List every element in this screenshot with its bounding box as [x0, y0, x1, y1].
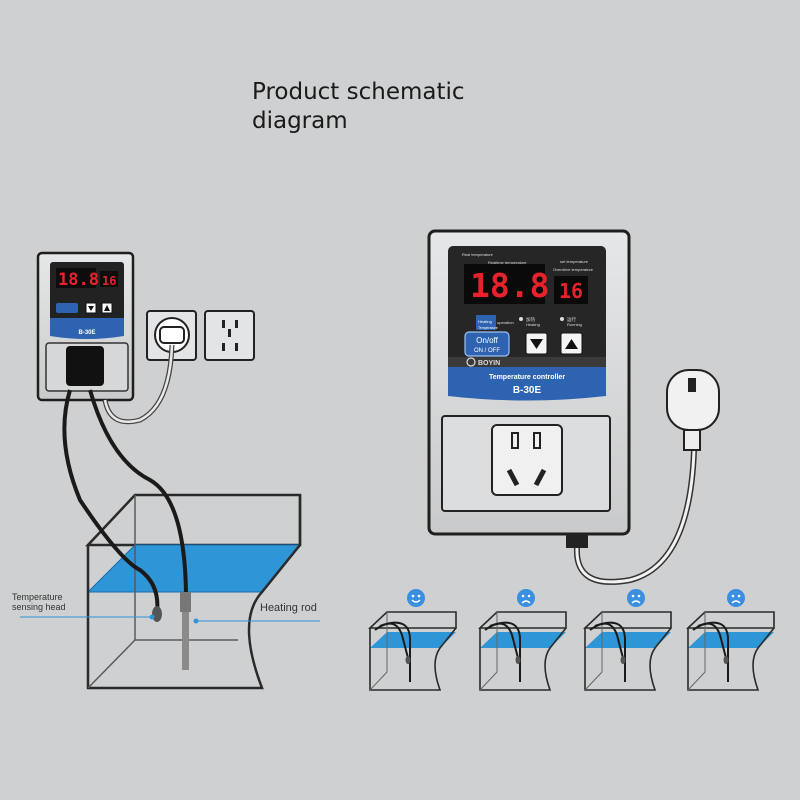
wall-sockets [146, 310, 255, 361]
mini-sensor-probe [405, 656, 411, 664]
onoff-label-top: On/off [476, 336, 498, 345]
indicator-temperature-box: Temperature [478, 326, 498, 330]
small-onoff-button[interactable] [56, 303, 78, 313]
heating-rod [182, 612, 189, 670]
mini-sensor-probe [620, 656, 626, 664]
small-model-label: B-30E [78, 330, 95, 336]
left-tank [85, 493, 302, 690]
indicator-heating-cn: 加热 [526, 316, 535, 323]
small-controller: 18.8 16 B-30E [36, 251, 135, 402]
mini-tank [582, 589, 672, 691]
title-line-2: diagram [252, 108, 348, 134]
big-plug [666, 369, 720, 451]
header-overdrive-temp: Overdrive temperature [553, 267, 594, 272]
mini-tank [685, 589, 775, 691]
device-subtitle: Temperature controller [489, 374, 565, 381]
mini-tank [477, 589, 567, 691]
indicator-running: Running [567, 322, 582, 327]
sensor-probe [152, 606, 162, 622]
sensor-label-line-1: Temperature [12, 592, 63, 602]
sad-face-icon [627, 589, 645, 607]
sad-face-icon [727, 589, 745, 607]
sad-face-icon [517, 589, 535, 607]
onoff-label-bottom: ON / OFF [474, 348, 500, 354]
indicator-heating: Heating [526, 322, 540, 327]
sensor-label-line-2: sensing head [12, 602, 66, 612]
header-real-temp: Real temperature [462, 252, 494, 257]
heating-rod-cap [180, 592, 191, 612]
header-set-temp: set temperature [560, 259, 589, 264]
mini-tanks [367, 589, 775, 691]
mini-tank [367, 589, 457, 691]
mini-sensor-probe [723, 656, 729, 664]
up-arrow-icon [565, 339, 578, 349]
output-socket [491, 424, 563, 496]
big-set-display: 16 [559, 279, 583, 303]
heater-cable [88, 389, 188, 596]
big-main-display: 18.8 [470, 266, 549, 305]
header-realtime-temp: Realtime temperature [488, 260, 527, 265]
brand-label: BOYIN [478, 360, 500, 367]
big-controller: Real temperature Realtime temperature se… [427, 229, 631, 548]
indicator-operation: operation [497, 320, 514, 325]
device-model: B-30E [513, 385, 542, 396]
small-set-display: 16 [102, 274, 116, 288]
heating-rod-label: Heating rod [260, 602, 317, 614]
small-main-display: 18.8 [58, 270, 99, 290]
indicator-heating-box: Heating [478, 319, 492, 324]
down-arrow-icon [530, 339, 543, 349]
sensor-cable [62, 389, 160, 613]
title-line-1: Product schematic [252, 79, 465, 105]
sensor-label: Temperature sensing head [12, 592, 66, 612]
small-plug [66, 346, 104, 386]
indicator-running-cn: 运行 [567, 316, 576, 323]
page-title: Product schematic diagram [252, 78, 465, 136]
happy-face-icon [407, 589, 425, 607]
brand-logo-icon [466, 357, 476, 367]
onoff-button[interactable] [464, 331, 510, 357]
mini-sensor-probe [515, 656, 521, 664]
